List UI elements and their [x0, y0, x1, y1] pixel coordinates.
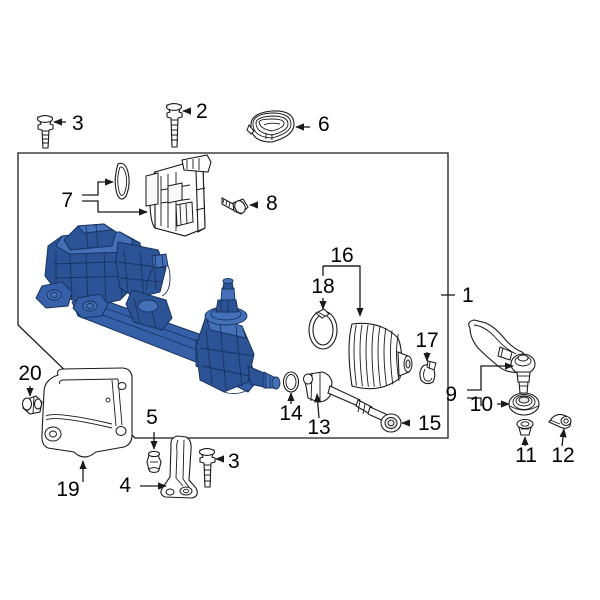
callout-label-10: 10: [470, 393, 493, 416]
part-14-washer-seal: [282, 371, 300, 393]
part-6-dust-seal-ring: [246, 110, 295, 143]
callout-label-3-top: 3: [72, 112, 84, 135]
callout-label-11: 11: [515, 444, 537, 467]
part-17-boot-clamp-small: [419, 360, 437, 385]
callout-label-15: 15: [418, 412, 441, 435]
leader-13: [314, 393, 322, 419]
leader-7a: [82, 178, 114, 196]
part-3-flange-bolt-top: [36, 115, 54, 149]
callout-label-8: 8: [266, 192, 278, 215]
callout-label-2: 2: [196, 100, 208, 123]
part-8-motor-bolt: [221, 197, 249, 215]
part-16-bellows-boot: [348, 322, 413, 390]
leader-12: [559, 428, 567, 447]
part-7-o-ring: [114, 162, 130, 200]
part-5-clip-grommet: [146, 450, 162, 473]
part-9-outer-tie-rod-end: [468, 319, 536, 394]
callout-label-3-bottom: 3: [228, 450, 240, 473]
callout-leaders: [26, 107, 567, 490]
steering-gear-rack-highlighted: [35, 223, 281, 395]
callout-label-7: 7: [61, 189, 73, 212]
callout-label-1: 1: [462, 284, 474, 307]
callout-label-6: 6: [318, 113, 330, 136]
part-18-boot-clamp-large: [308, 308, 338, 350]
callout-label-16: 16: [330, 244, 353, 267]
part-2-flange-bolt-upper: [165, 103, 183, 148]
callout-label-14: 14: [279, 402, 303, 425]
callout-label-19: 19: [56, 478, 79, 501]
callout-label-17: 17: [415, 329, 438, 352]
callout-label-20: 20: [18, 362, 41, 385]
leader-9a: [467, 362, 514, 391]
part-11-nut: [516, 418, 534, 436]
callout-label-9: 9: [445, 383, 457, 406]
part-10-boot-seal: [508, 392, 540, 416]
part-4-mounting-bracket: [160, 435, 198, 499]
part-7-motor-assembly: [145, 154, 212, 237]
part-20-clip-nut: [21, 395, 43, 415]
callout-label-12: 12: [551, 444, 574, 467]
callout-label-4: 4: [119, 474, 131, 497]
callout-label-13: 13: [307, 416, 330, 439]
callout-label-18: 18: [311, 275, 334, 298]
part-12-cotter-pin: [548, 413, 572, 429]
callout-labels: 1 2 3 3 4 5 6 7 8 9 10 11 12 13 14 15 16…: [18, 100, 574, 501]
part-15-grommet-bushing: [380, 413, 402, 433]
part-19-heat-shield-cover: [41, 367, 133, 458]
callout-label-5: 5: [146, 406, 158, 429]
part-3-flange-bolt-bracket: [198, 448, 216, 488]
leader-7b: [82, 200, 148, 216]
leader-9b: [467, 397, 482, 406]
assembly-group-box: [17, 152, 449, 439]
